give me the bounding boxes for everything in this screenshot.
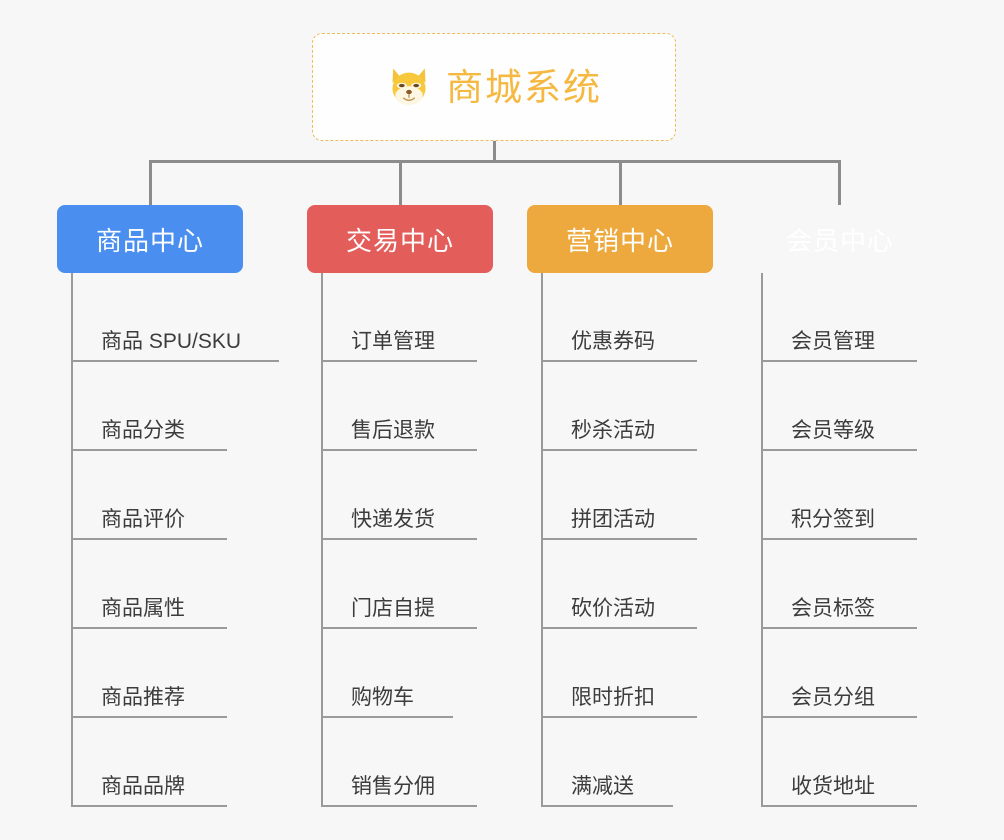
leaf-item[interactable]: 拼团活动: [541, 451, 697, 540]
leaf-item-label: 会员标签: [791, 597, 875, 620]
leaf-item-label: 商品品牌: [101, 775, 185, 798]
leaf-item-label: 限时折扣: [571, 686, 655, 709]
leaf-item[interactable]: 商品 SPU/SKU: [71, 273, 279, 362]
leaf-item[interactable]: 会员标签: [761, 540, 917, 629]
leaf-item[interactable]: 商品分类: [71, 362, 227, 451]
leaf-item-label: 秒杀活动: [571, 419, 655, 442]
leaf-item[interactable]: 积分签到: [761, 451, 917, 540]
leaf-item-label: 积分签到: [791, 508, 875, 531]
leaf-item-label: 会员管理: [791, 330, 875, 353]
root-connector-stem: [493, 141, 496, 163]
leaf-item[interactable]: 商品品牌: [71, 718, 227, 807]
leaf-item[interactable]: 砍价活动: [541, 540, 697, 629]
leaf-item-label: 满减送: [571, 775, 634, 798]
leaf-item[interactable]: 售后退款: [321, 362, 477, 451]
leaf-item-label: 商品分类: [101, 419, 185, 442]
branch-header-0[interactable]: 商品中心: [57, 205, 243, 273]
branch-connector-drop-3: [838, 160, 841, 205]
shiba-dog-face-icon: [386, 64, 432, 110]
leaf-item[interactable]: 会员等级: [761, 362, 917, 451]
leaf-item-label: 优惠券码: [571, 330, 655, 353]
leaf-item-label: 订单管理: [351, 330, 435, 353]
leaf-item-label: 购物车: [351, 686, 414, 709]
branch-connector-drop-2: [619, 160, 622, 205]
leaf-item-label: 商品评价: [101, 508, 185, 531]
leaf-item-label: 商品 SPU/SKU: [101, 330, 242, 353]
leaf-item[interactable]: 会员分组: [761, 629, 917, 718]
leaf-item[interactable]: 商品推荐: [71, 629, 227, 718]
leaf-item-label: 快递发货: [351, 508, 435, 531]
leaf-item[interactable]: 限时折扣: [541, 629, 697, 718]
leaf-item[interactable]: 会员管理: [761, 273, 917, 362]
branch-header-1[interactable]: 交易中心: [307, 205, 493, 273]
leaf-item-label: 收货地址: [791, 775, 875, 798]
leaf-item-label: 销售分佣: [351, 775, 435, 798]
branch-header-3[interactable]: 会员中心: [785, 225, 894, 256]
leaf-item[interactable]: 秒杀活动: [541, 362, 697, 451]
branch-connector-drop-1: [399, 160, 402, 205]
leaf-item[interactable]: 销售分佣: [321, 718, 477, 807]
leaf-item-label: 砍价活动: [571, 597, 655, 620]
leaf-item-label: 会员等级: [791, 419, 875, 442]
leaf-item[interactable]: 商品属性: [71, 540, 227, 629]
leaf-item[interactable]: 订单管理: [321, 273, 477, 362]
leaf-item[interactable]: 商品评价: [71, 451, 227, 540]
leaf-spine: [541, 273, 543, 807]
leaf-item-label: 拼团活动: [571, 508, 655, 531]
leaf-item-label: 会员分组: [791, 686, 875, 709]
root-title: 商城系统: [446, 66, 602, 108]
leaf-item[interactable]: 快递发货: [321, 451, 477, 540]
leaf-spine: [761, 273, 763, 807]
branch-connector-drop-0: [149, 160, 152, 205]
root-node[interactable]: 商城系统: [312, 33, 676, 141]
leaf-spine: [321, 273, 323, 807]
leaf-item[interactable]: 购物车: [321, 629, 453, 718]
leaf-item-label: 商品属性: [101, 597, 185, 620]
leaf-item[interactable]: 优惠券码: [541, 273, 697, 362]
leaf-spine: [71, 273, 73, 807]
leaf-item[interactable]: 满减送: [541, 718, 673, 807]
root-connector-bus: [149, 160, 841, 163]
leaf-item-label: 售后退款: [351, 419, 435, 442]
leaf-item-label: 门店自提: [351, 597, 435, 620]
branch-header-2[interactable]: 营销中心: [527, 205, 713, 273]
leaf-item-label: 商品推荐: [101, 686, 185, 709]
leaf-item[interactable]: 收货地址: [761, 718, 917, 807]
leaf-item[interactable]: 门店自提: [321, 540, 477, 629]
